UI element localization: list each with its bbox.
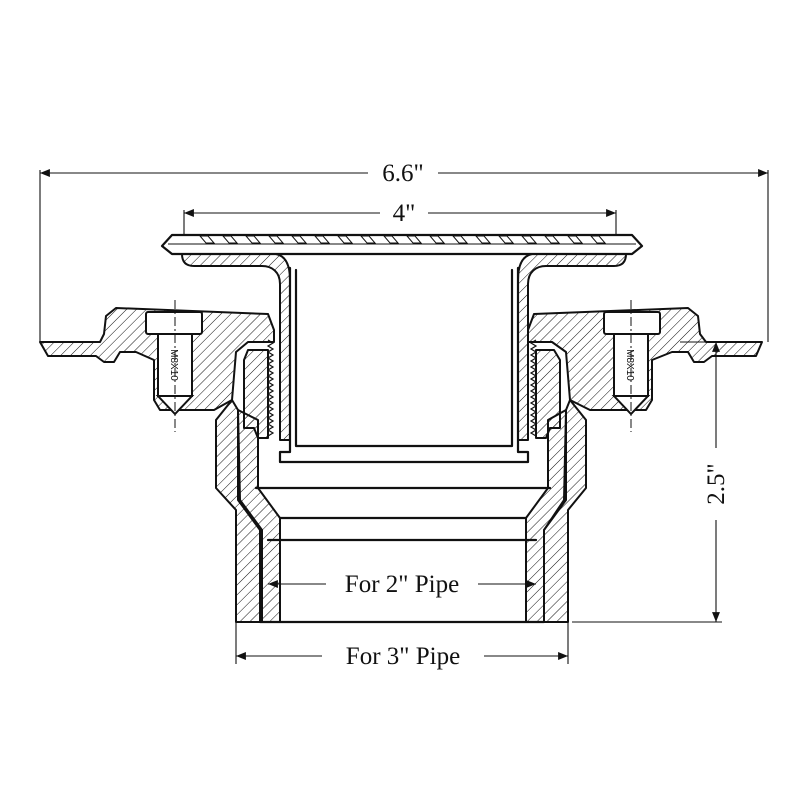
grate-slot bbox=[589, 235, 607, 244]
overall-width-label: 6.6" bbox=[382, 160, 423, 187]
grate-slot bbox=[497, 235, 515, 244]
inner-pipe-dimension: For 2" Pipe bbox=[268, 571, 536, 598]
grate-slot bbox=[451, 235, 469, 244]
left-bolt-label: M8X10 bbox=[168, 349, 179, 381]
strainer-body bbox=[181, 253, 627, 464]
height-label: 2.5" bbox=[703, 463, 730, 504]
grate-slot bbox=[336, 235, 354, 244]
thread-teeth bbox=[529, 339, 538, 437]
grate bbox=[160, 233, 644, 256]
grate-slot bbox=[198, 235, 216, 244]
grate-slot bbox=[244, 235, 262, 244]
thread-teeth bbox=[266, 339, 275, 437]
grate-slot bbox=[290, 235, 308, 244]
overall-width-dimension: 6.6" bbox=[39, 160, 769, 342]
outer-pipe-dimension: For 3" Pipe bbox=[235, 622, 569, 670]
right-bolt: M8X10 bbox=[603, 300, 661, 432]
grate-slot bbox=[566, 235, 584, 244]
inner-pipe-label: For 2" Pipe bbox=[345, 571, 459, 598]
grate-width-label: 4" bbox=[393, 200, 416, 227]
grate-slot bbox=[405, 235, 423, 244]
grate-slot bbox=[359, 235, 377, 244]
grate-slot bbox=[428, 235, 446, 244]
grate-slot bbox=[267, 235, 285, 244]
right-bolt-label: M8X10 bbox=[624, 349, 635, 381]
grate-slot bbox=[543, 235, 561, 244]
grate-slot bbox=[382, 235, 400, 244]
left-bolt: M8X10 bbox=[145, 300, 203, 432]
grate-slot bbox=[221, 235, 239, 244]
grate-slot bbox=[313, 235, 331, 244]
grate-slot bbox=[474, 235, 492, 244]
grate-width-dimension: 4" bbox=[183, 200, 617, 236]
height-dimension: 2.5" bbox=[572, 341, 730, 623]
grate-slot bbox=[520, 235, 538, 244]
outer-pipe-label: For 3" Pipe bbox=[346, 643, 460, 670]
lower-hub bbox=[215, 399, 587, 624]
